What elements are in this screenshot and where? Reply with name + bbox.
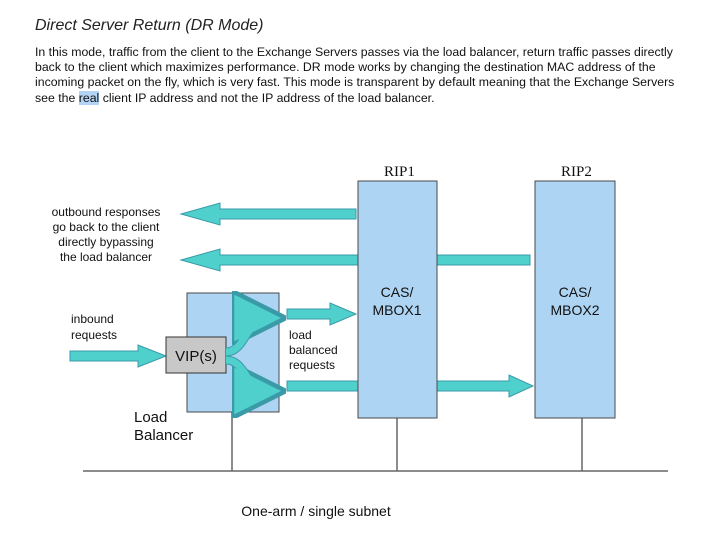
paragraph-text-before: In this mode, traffic from the client to… (35, 45, 675, 105)
outbound-label-line2: go back to the client (53, 220, 160, 234)
balanced-label-line3: requests (289, 358, 335, 372)
outbound-label-line4: the load balancer (60, 250, 152, 264)
rip2-label: RIP2 (561, 164, 592, 180)
footer-caption: One-arm / single subnet (241, 503, 391, 519)
load-balancer-label-line1: Load (134, 409, 167, 426)
rip1-label: RIP1 (384, 164, 415, 180)
load-balancer-label-line2: Balancer (134, 427, 193, 444)
split-arrow-up-fill (225, 314, 269, 356)
highlighted-word: real (78, 90, 100, 105)
server1-label-line2: MBOX1 (372, 302, 421, 318)
inbound-arrow (69, 344, 168, 368)
outbound-label-line1: outbound responses (52, 205, 161, 219)
intro-paragraph: In this mode, traffic from the client to… (35, 45, 685, 106)
balanced-label-line1: load (289, 328, 312, 342)
inbound-label-line1: inbound (71, 312, 114, 326)
inbound-label-line2: requests (71, 328, 117, 342)
outbound-arrow-1 (179, 202, 357, 226)
vip-box (165, 336, 227, 374)
balanced-label-line2: balanced (289, 343, 338, 357)
outbound-label-line3: directly bypassing (58, 235, 153, 249)
outbound-arrow-2 (179, 248, 531, 272)
page-title: Direct Server Return (DR Mode) (35, 17, 264, 34)
server1-overlay-2 (357, 180, 438, 419)
balanced-arrow-1 (286, 302, 358, 326)
server1-label-line1: CAS/ (381, 284, 414, 300)
server2-label-line1: CAS/ (559, 284, 592, 300)
split-arrow-down-fill (225, 356, 269, 395)
server2-box (534, 180, 616, 419)
paragraph-text-after: client IP address and not the IP address… (99, 90, 435, 105)
vip-label: VIP(s) (175, 348, 217, 365)
server2-label-line2: MBOX2 (550, 302, 599, 318)
